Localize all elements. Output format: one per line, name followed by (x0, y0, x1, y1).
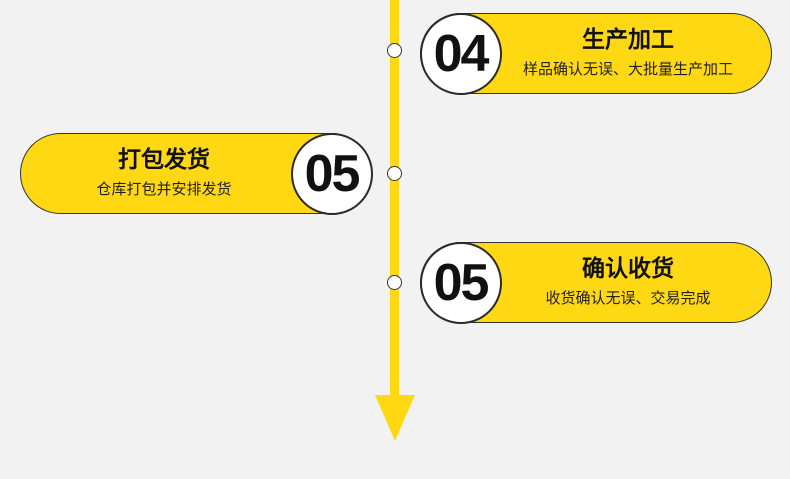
step-text: 打包发货 仓库打包并安排发货 (39, 134, 289, 213)
step-text: 确认收货 收货确认无误、交易完成 (503, 243, 753, 322)
timeline-arrow-down-icon (375, 395, 415, 441)
timeline-dot (387, 166, 402, 181)
step-title: 打包发货 (118, 147, 210, 174)
timeline-line (390, 0, 399, 410)
step-card-production: 04 生产加工 样品确认无误、大批量生产加工 (419, 12, 772, 95)
step-text: 生产加工 样品确认无误、大批量生产加工 (503, 14, 753, 93)
step-title: 确认收货 (582, 256, 674, 283)
step-description: 样品确认无误、大批量生产加工 (522, 60, 733, 79)
step-number-badge: 04 (419, 12, 502, 95)
step-number: 05 (304, 144, 361, 203)
step-card-shipping: 打包发货 仓库打包并安排发货 05 (20, 132, 373, 215)
step-description: 收货确认无误、交易完成 (545, 289, 711, 308)
timeline-dot (387, 43, 402, 58)
step-card-receipt: 05 确认收货 收货确认无误、交易完成 (419, 241, 772, 324)
step-number-badge: 05 (290, 132, 373, 215)
step-description: 仓库打包并安排发货 (96, 180, 232, 199)
step-title: 生产加工 (582, 27, 674, 54)
step-number-badge: 05 (419, 241, 502, 324)
step-number: 04 (433, 24, 490, 83)
step-number: 05 (433, 253, 490, 312)
timeline-dot (387, 275, 402, 290)
